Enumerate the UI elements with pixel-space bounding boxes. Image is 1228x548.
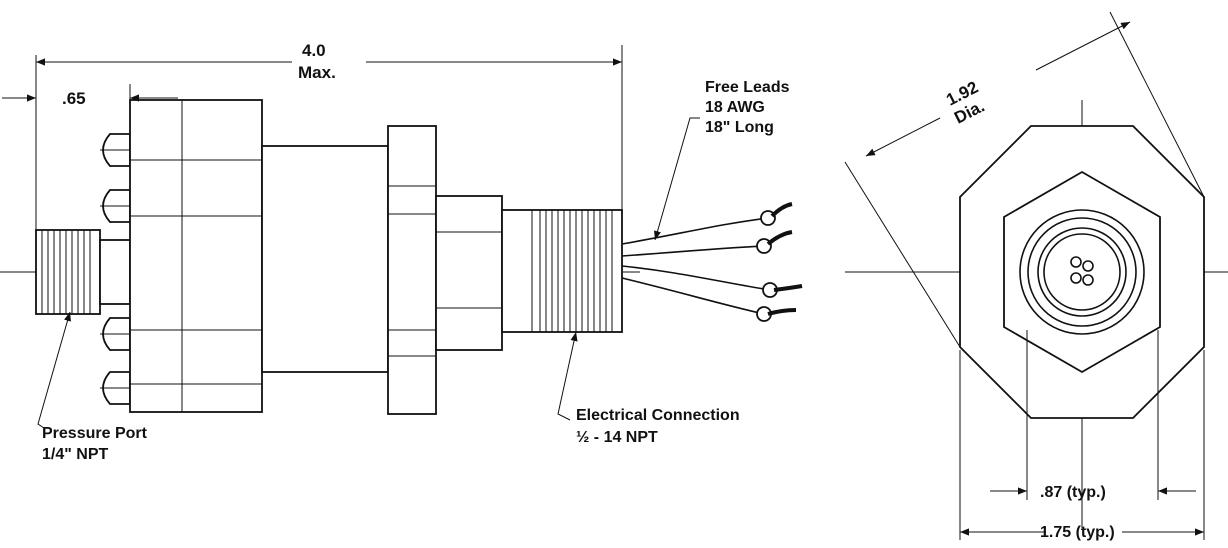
- hex-body: [435, 195, 503, 351]
- ring-inner: [1037, 227, 1127, 317]
- pressure-port-leader: [37, 311, 71, 429]
- flange-block: [129, 99, 263, 413]
- electrical-threads: [539, 210, 613, 332]
- inner-hex: [1003, 170, 1161, 374]
- free-leads: [621, 202, 803, 322]
- pressure-port-threads: [41, 230, 91, 314]
- pressure-port-label-1: Pressure Port: [42, 425, 148, 442]
- hex-flats-dimension: [990, 330, 1196, 500]
- electrical-label-1: Electrical Connection: [576, 407, 740, 424]
- port-length-label: .65: [62, 89, 86, 108]
- free-leads-label-2: 18 AWG: [705, 99, 765, 116]
- diameter-dimension: [844, 11, 1205, 348]
- electrical-leader: [557, 331, 578, 421]
- body-flats-label: 1.75 (typ.): [1040, 524, 1115, 541]
- hex-nut: [387, 125, 437, 415]
- screw-heads: [100, 133, 131, 405]
- overall-length-dimension: [35, 45, 623, 230]
- ring-core: [1043, 233, 1121, 311]
- pressure-port-label-2: 1/4" NPT: [42, 446, 109, 463]
- port-neck: [99, 239, 131, 305]
- lead-holes: [1070, 256, 1094, 286]
- free-leads-label-1: Free Leads: [705, 79, 790, 96]
- hex-flats-label: .87 (typ.): [1040, 484, 1106, 501]
- end-view: 1.92 Dia. .87 (typ.) 1.75 (typ.): [844, 11, 1228, 541]
- free-leads-label-3: 18" Long: [705, 119, 774, 136]
- flange-details: [130, 100, 262, 412]
- overall-length-note: Max.: [298, 63, 336, 82]
- hex-nut-details: [388, 185, 436, 357]
- port-length-dimension: [2, 84, 178, 102]
- side-view: 4.0 Max. .65 Free Leads 18 AWG 18" Long …: [0, 41, 803, 463]
- hex-body-details: [436, 231, 502, 309]
- housing: [261, 145, 389, 373]
- free-leads-leader: [654, 117, 700, 241]
- electrical-label-2: ½ - 14 NPT: [576, 429, 658, 446]
- ring-mid: [1027, 217, 1137, 327]
- overall-length-label: 4.0: [302, 41, 326, 60]
- electrical-fitting: [501, 209, 623, 333]
- body-flats-dimension: [959, 350, 1205, 540]
- ring-outer: [1019, 209, 1145, 335]
